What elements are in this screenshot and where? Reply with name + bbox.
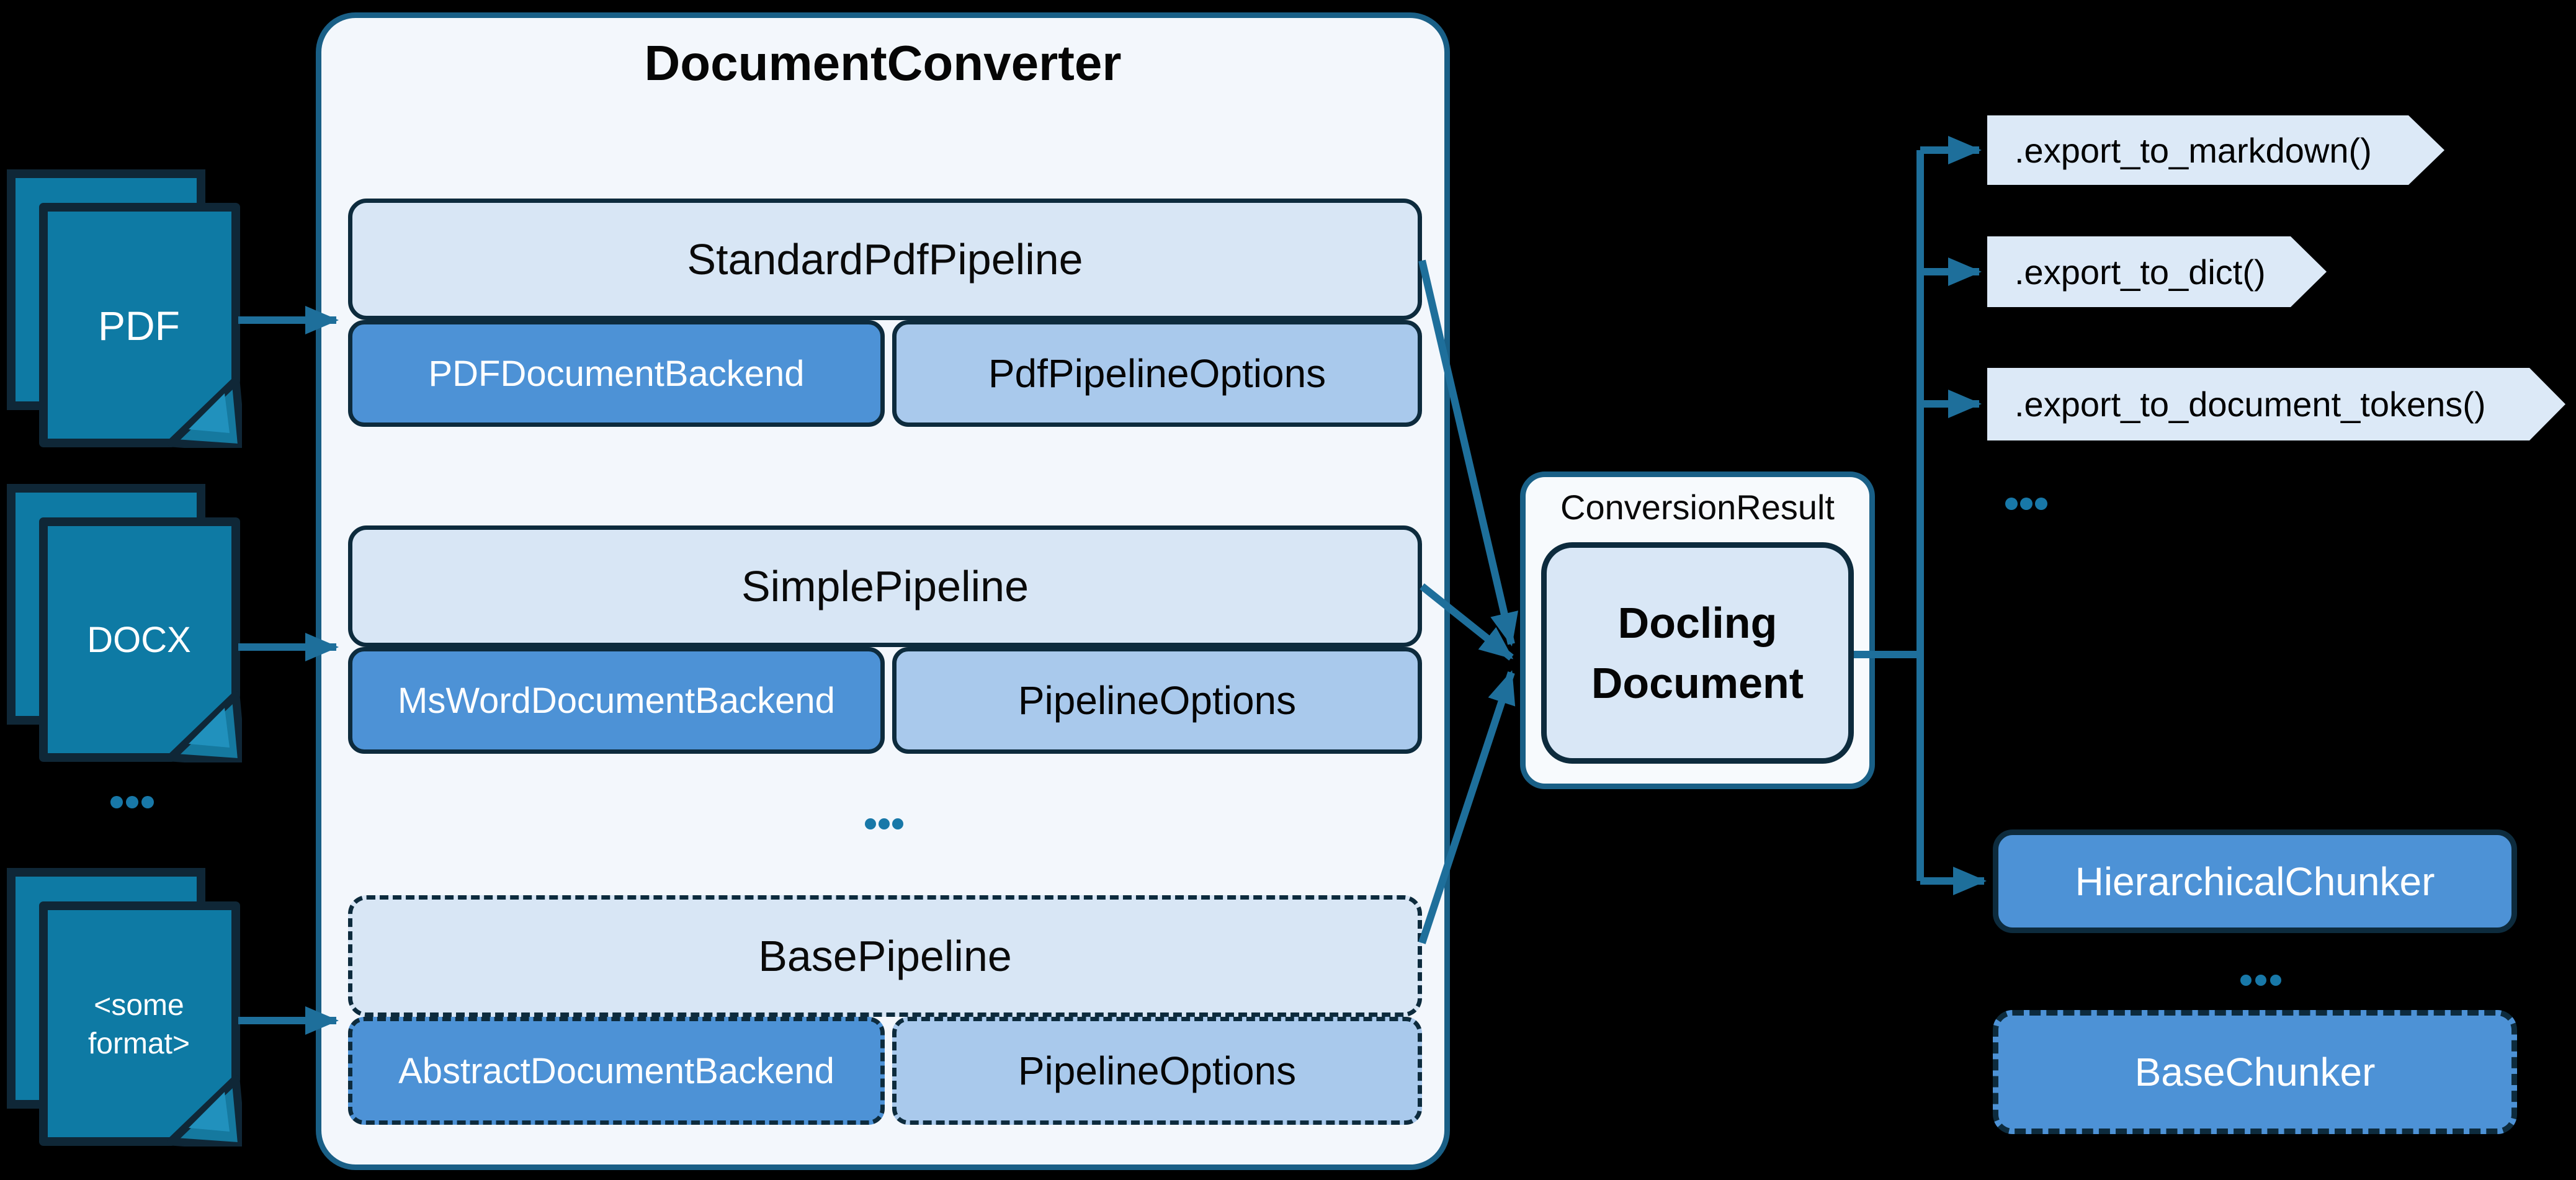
conversion-result-label: ConversionResult	[1560, 487, 1835, 527]
docling-document-line1: Docling	[1617, 598, 1778, 647]
base-chunker-box: BaseChunker	[1993, 1010, 2517, 1134]
options-box-pdf: PdfPipelineOptions	[892, 320, 1422, 427]
some-format-label-line1: <some	[94, 989, 184, 1022]
some-format-files-icon: <some format>	[7, 868, 242, 1146]
docx-files-icon: DOCX	[7, 484, 242, 762]
options-box-simple: PipelineOptions	[892, 647, 1422, 754]
export-to-markdown-tag: .export_to_markdown()	[1987, 115, 2444, 185]
docling-document-line2: Document	[1591, 658, 1804, 707]
ellipsis-inputs	[110, 796, 154, 808]
hierarchical-chunker-box: HierarchicalChunker	[1993, 829, 2517, 933]
backend-box-abstract: AbstractDocumentBackend	[348, 1017, 885, 1125]
document-converter-title: DocumentConverter	[644, 35, 1122, 91]
export-to-dict-tag: .export_to_dict()	[1987, 236, 2327, 307]
docling-document-box: Docling Document	[1541, 542, 1854, 764]
pdf-files-icon: PDF	[7, 169, 242, 448]
docx-label: DOCX	[87, 620, 191, 660]
ellipsis-chunkers	[2240, 975, 2281, 986]
ellipsis-exports	[2005, 498, 2047, 510]
some-format-label-line2: format>	[88, 1027, 190, 1060]
export-to-document-tokens-tag: .export_to_document_tokens()	[1987, 368, 2565, 440]
backend-box-msword: MsWordDocumentBackend	[348, 647, 885, 754]
pipeline-box-standard-pdf: StandardPdfPipeline	[348, 199, 1422, 320]
pipeline-box-base: BasePipeline	[348, 895, 1422, 1017]
options-box-base: PipelineOptions	[892, 1017, 1422, 1125]
backend-box-pdf: PDFDocumentBackend	[348, 320, 885, 427]
pdf-label: PDF	[98, 303, 180, 349]
pipeline-box-simple: SimplePipeline	[348, 525, 1422, 647]
